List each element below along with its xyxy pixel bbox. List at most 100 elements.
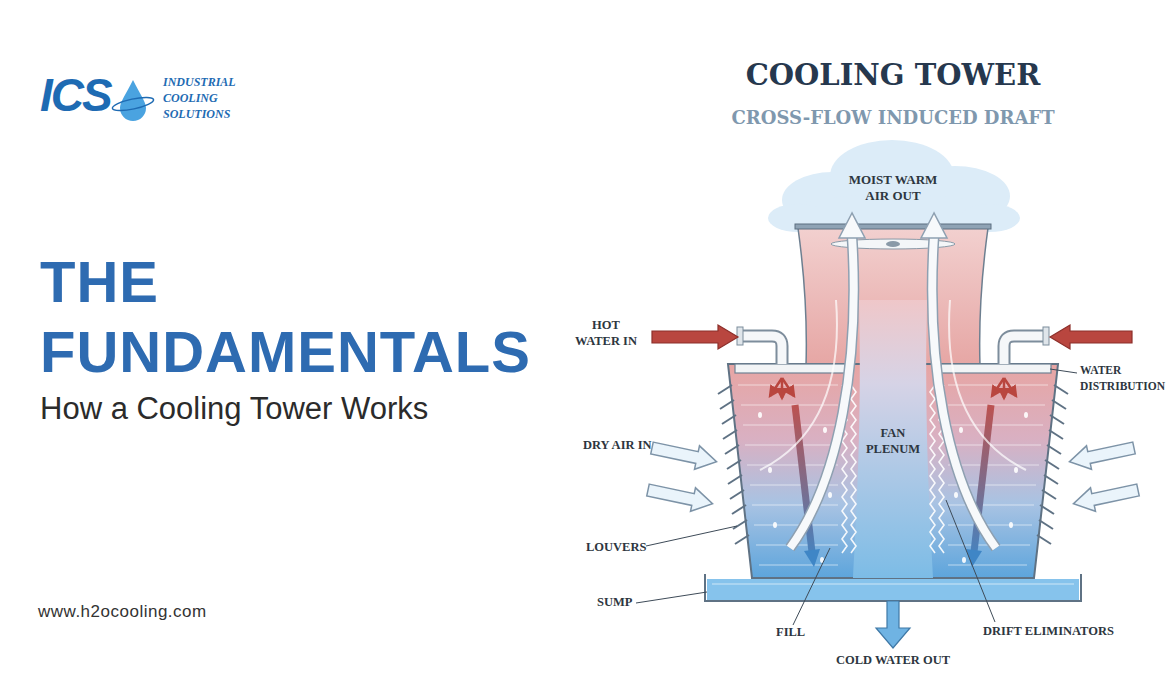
page-subtitle: How a Cooling Tower Works <box>40 391 580 427</box>
logo-wordmark: ICS <box>40 72 140 118</box>
fill-sheet <box>948 445 1041 446</box>
hot-water-pipe <box>742 336 782 364</box>
part-label: FILL <box>776 624 826 640</box>
fill-sheet <box>747 465 838 466</box>
part-label: SUMP <box>597 594 657 610</box>
leader-line <box>646 526 737 546</box>
fill-sheet <box>948 485 1036 486</box>
droplet <box>1009 522 1013 528</box>
droplet <box>959 427 963 433</box>
water-arrow <box>782 378 794 396</box>
fill-sheet <box>948 525 1032 526</box>
water-arrow <box>1004 378 1016 396</box>
distribution-basin <box>941 364 1051 373</box>
eliminator-blade <box>842 385 847 553</box>
eliminator-blade <box>930 385 935 553</box>
louver-blade <box>730 490 744 499</box>
fill-sheet <box>948 465 1039 466</box>
louver-blade <box>725 445 739 454</box>
droplet <box>1014 467 1018 473</box>
hot-water-arrow <box>1050 325 1132 349</box>
air-stream <box>760 300 837 470</box>
hot-water-pipe <box>1004 336 1044 364</box>
orbit-ring <box>111 95 154 114</box>
arrow-head <box>966 549 982 567</box>
part-label: DRY AIR IN <box>583 437 673 453</box>
louver-blade <box>1037 535 1051 544</box>
sump-water <box>707 579 1079 600</box>
fill-sheet <box>741 405 838 406</box>
hot-water-pipe <box>1004 336 1044 364</box>
diagram-heading: COOLING TOWER <box>643 58 1143 92</box>
droplet <box>828 492 832 498</box>
part-label: MOIST WARM AIR OUT <box>838 172 948 204</box>
water-arrow <box>770 378 782 396</box>
louver-blade <box>1049 430 1063 439</box>
website-url: www.h2ocooling.com <box>38 602 298 622</box>
part-label: LOUVERS <box>586 539 676 555</box>
air-arrow <box>1071 478 1141 515</box>
louver-blade <box>1040 505 1054 514</box>
pipe-flange <box>737 327 743 345</box>
louver-blade <box>727 460 741 469</box>
hot-water-arrow <box>652 325 738 349</box>
falling-water-arrow <box>974 405 991 552</box>
fill-sheet <box>948 425 1043 426</box>
part-label: COLD WATER OUT <box>818 652 968 668</box>
air-arrow <box>650 436 720 473</box>
warm-air-arrow <box>790 236 854 548</box>
leader-line <box>793 548 830 625</box>
arrow-head <box>804 549 820 567</box>
diagram-subheading: CROSS-FLOW INDUCED DRAFT <box>643 107 1143 129</box>
leader-line <box>636 592 707 603</box>
fill-sheet <box>756 545 838 546</box>
louver-blade <box>1039 520 1053 529</box>
fill-sheet <box>759 565 838 566</box>
leader-line <box>946 500 995 622</box>
logo-tagline: INDUSTRIAL COOLING SOLUTIONS <box>163 74 253 122</box>
fan-blade <box>831 239 955 249</box>
droplet <box>1024 412 1028 418</box>
louver-blade <box>1045 460 1059 469</box>
louver-blade <box>722 415 736 424</box>
air-arrow <box>1067 436 1137 473</box>
node-label: FAN PLENUM <box>863 425 923 457</box>
arrow-head <box>839 213 865 238</box>
arrow-head <box>921 213 947 238</box>
fill-sheet <box>948 405 1045 406</box>
pipe-flange <box>1043 327 1049 345</box>
warm-air-arrow <box>932 236 996 548</box>
page-title: THE FUNDAMENTALS <box>40 247 560 387</box>
steam-cloud <box>768 140 1020 238</box>
drift-eliminators <box>842 385 944 553</box>
distribution-basin <box>735 364 845 373</box>
sump-basin <box>705 574 1081 601</box>
warm-air-arrow <box>790 236 854 548</box>
louver-blade <box>733 520 747 529</box>
louver-blade <box>1044 475 1058 484</box>
louver-blade <box>720 400 734 409</box>
part-label: DRIFT ELIMINATORS <box>983 623 1163 639</box>
fan-plenum: FAN PLENUM <box>853 300 933 578</box>
stack-cap <box>795 224 991 229</box>
fill-sheet <box>754 525 838 526</box>
falling-water-arrow <box>795 405 812 552</box>
droplet <box>758 412 762 418</box>
fill-sheet <box>745 445 838 446</box>
warm-air-arrow <box>932 236 996 548</box>
fill-sheet <box>743 425 838 426</box>
louver-blade <box>728 475 742 484</box>
louver-blade <box>735 535 749 544</box>
fill-sheet <box>750 485 838 486</box>
louver-blade <box>1054 385 1068 394</box>
plenum-shape <box>853 300 933 578</box>
water-surface <box>712 584 1074 585</box>
droplet <box>773 522 777 528</box>
logo-drop <box>111 80 154 121</box>
leader-line <box>1050 369 1077 373</box>
water-arrow <box>992 378 1004 396</box>
louver-blade <box>1042 490 1056 499</box>
fill-sheet <box>948 545 1030 546</box>
